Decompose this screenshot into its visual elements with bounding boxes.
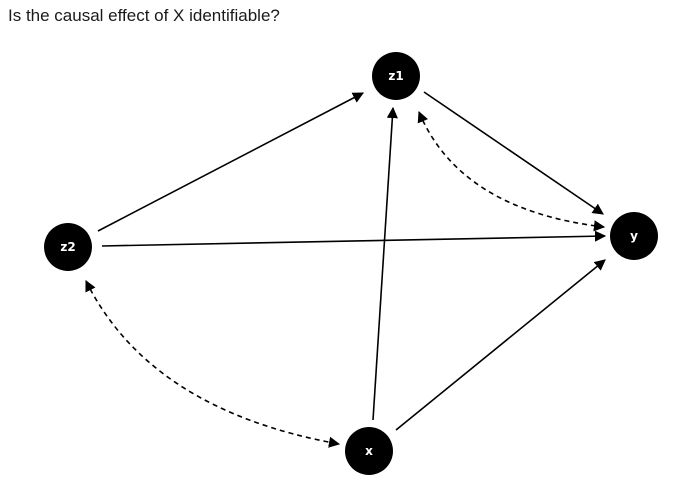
node-label-z2: z2: [60, 240, 75, 254]
edge-x-z1-solid: [372, 106, 398, 421]
node-layer: z1 z2 x y: [44, 52, 658, 475]
node-z2: z2: [44, 223, 92, 271]
node-x: x: [345, 427, 393, 475]
node-label-x: x: [365, 444, 373, 458]
edge-z1-y-dashed: [417, 110, 606, 232]
node-label-z1: z1: [388, 69, 403, 83]
node-label-y: y: [630, 229, 638, 243]
node-circle-x: [345, 427, 393, 475]
node-circle-z2: [44, 223, 92, 271]
node-circle-z1: [372, 52, 420, 100]
node-z1: z1: [372, 52, 420, 100]
edge-z2-x-dashed: [85, 279, 341, 448]
edge-z2-y-solid: [101, 230, 607, 247]
node-circle-y: [610, 212, 658, 260]
question-title: Is the causal effect of X identifiable?: [8, 6, 280, 25]
edge-z1-y-solid: [423, 91, 604, 215]
node-y: y: [610, 212, 658, 260]
edge-layer: [85, 91, 607, 448]
edge-z2-z1-solid: [97, 92, 364, 232]
edge-x-y-solid: [395, 259, 606, 431]
